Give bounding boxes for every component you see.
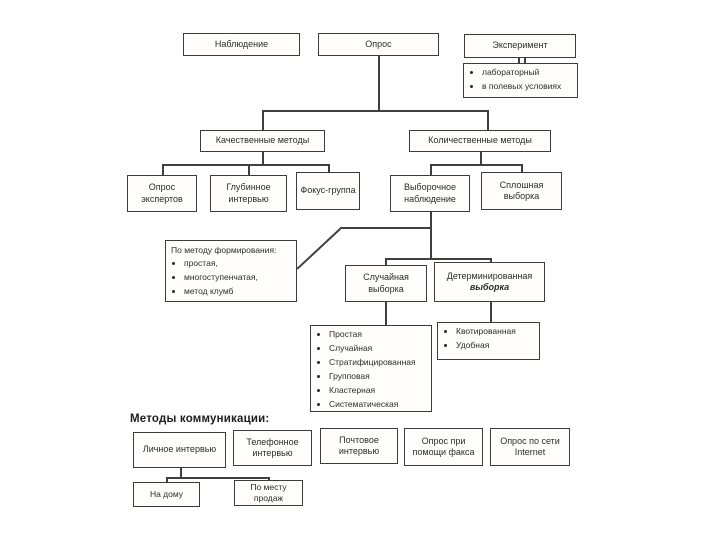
connector-line <box>490 302 492 322</box>
box-sample-observation: Выборочное наблюдение <box>390 175 470 212</box>
connector-line <box>490 258 492 263</box>
box-quantitative-methods: Количественные методы <box>409 130 551 152</box>
box-personal-interview: Личное интервью <box>133 432 226 468</box>
communication-heading: Методы коммуникации: <box>130 413 270 425</box>
connector-line <box>430 164 522 166</box>
connector-diagonal <box>296 227 341 270</box>
list-item: Групповая <box>329 371 427 382</box>
box-phone-interview: Телефонное интервью <box>233 430 312 466</box>
box-internet-survey: Опрос по сети Internet <box>490 428 570 466</box>
connector-line <box>248 164 250 175</box>
box-random-sample-types: ПростаяСлучайнаяСтратифицированнаяГруппо… <box>310 325 432 412</box>
connector-line <box>487 110 489 130</box>
connector-line <box>166 477 168 482</box>
box-deterministic-sample-types: КвотированнаяУдобная <box>437 322 540 360</box>
list-item: Квотированная <box>456 326 535 337</box>
connector-line <box>262 152 264 164</box>
connector-line <box>180 468 182 477</box>
box-at-home: На дому <box>133 482 200 507</box>
connector-line <box>268 477 270 481</box>
list-item: Простая <box>329 329 427 340</box>
connector-line <box>166 477 269 479</box>
list-item: Систематическая <box>329 399 427 410</box>
box-observation: Наблюдение <box>183 33 300 56</box>
connector-line <box>162 164 164 175</box>
list-item: метод клумб <box>184 286 292 297</box>
box-depth-interview: Глубинное интервью <box>210 175 287 212</box>
connector-line <box>162 164 329 166</box>
connector-line <box>480 152 482 164</box>
box-formation-method: По методу формирования: простая, многосту… <box>165 240 297 302</box>
connector-line <box>328 164 330 173</box>
connector-line <box>262 110 488 112</box>
formation-method-list: простая, многоступенчатая, метод клумб <box>170 258 292 297</box>
connector-line <box>385 258 491 260</box>
experiment-types-list: лабораторный в полевых условиях <box>468 67 573 92</box>
list-item: многоступенчатая, <box>184 272 292 283</box>
connector-line <box>385 302 387 325</box>
connector-line <box>430 164 432 175</box>
list-item: лабораторный <box>482 67 573 78</box>
connector-line <box>524 58 526 64</box>
box-fax-survey: Опрос при помощи факса <box>404 428 483 466</box>
random-sample-types-list: ПростаяСлучайнаяСтратифицированнаяГруппо… <box>315 329 427 410</box>
box-experiment-types: лабораторный в полевых условиях <box>463 63 578 98</box>
box-experiment: Эксперимент <box>464 34 576 58</box>
box-survey: Опрос <box>318 33 439 56</box>
list-item: в полевых условиях <box>482 81 573 92</box>
connector-line <box>262 110 264 130</box>
connector-line <box>430 212 432 258</box>
list-item: Стратифицированная <box>329 357 427 368</box>
list-item: Удобная <box>456 340 535 351</box>
list-item: Случайная <box>329 343 427 354</box>
deterministic-sample-types-list: КвотированнаяУдобная <box>442 326 535 351</box>
connector-line <box>521 164 523 173</box>
connector-line <box>385 258 387 266</box>
box-expert-survey: Опрос экспертов <box>127 175 197 212</box>
box-continuous-sample: Сплошная выборка <box>481 172 562 210</box>
connector-line <box>340 227 431 229</box>
box-focus-group: Фокус-группа <box>296 172 360 210</box>
box-point-of-sale: По месту продаж <box>234 480 303 506</box>
list-item: простая, <box>184 258 292 269</box>
list-item: Кластерная <box>329 385 427 396</box>
box-qualitative-methods: Качественные методы <box>200 130 325 152</box>
connector-line <box>378 56 380 110</box>
connector-line <box>518 58 520 64</box>
box-mail-interview: Почтовое интервью <box>320 428 398 464</box>
formation-method-title: По методу формирования: <box>171 245 277 255</box>
